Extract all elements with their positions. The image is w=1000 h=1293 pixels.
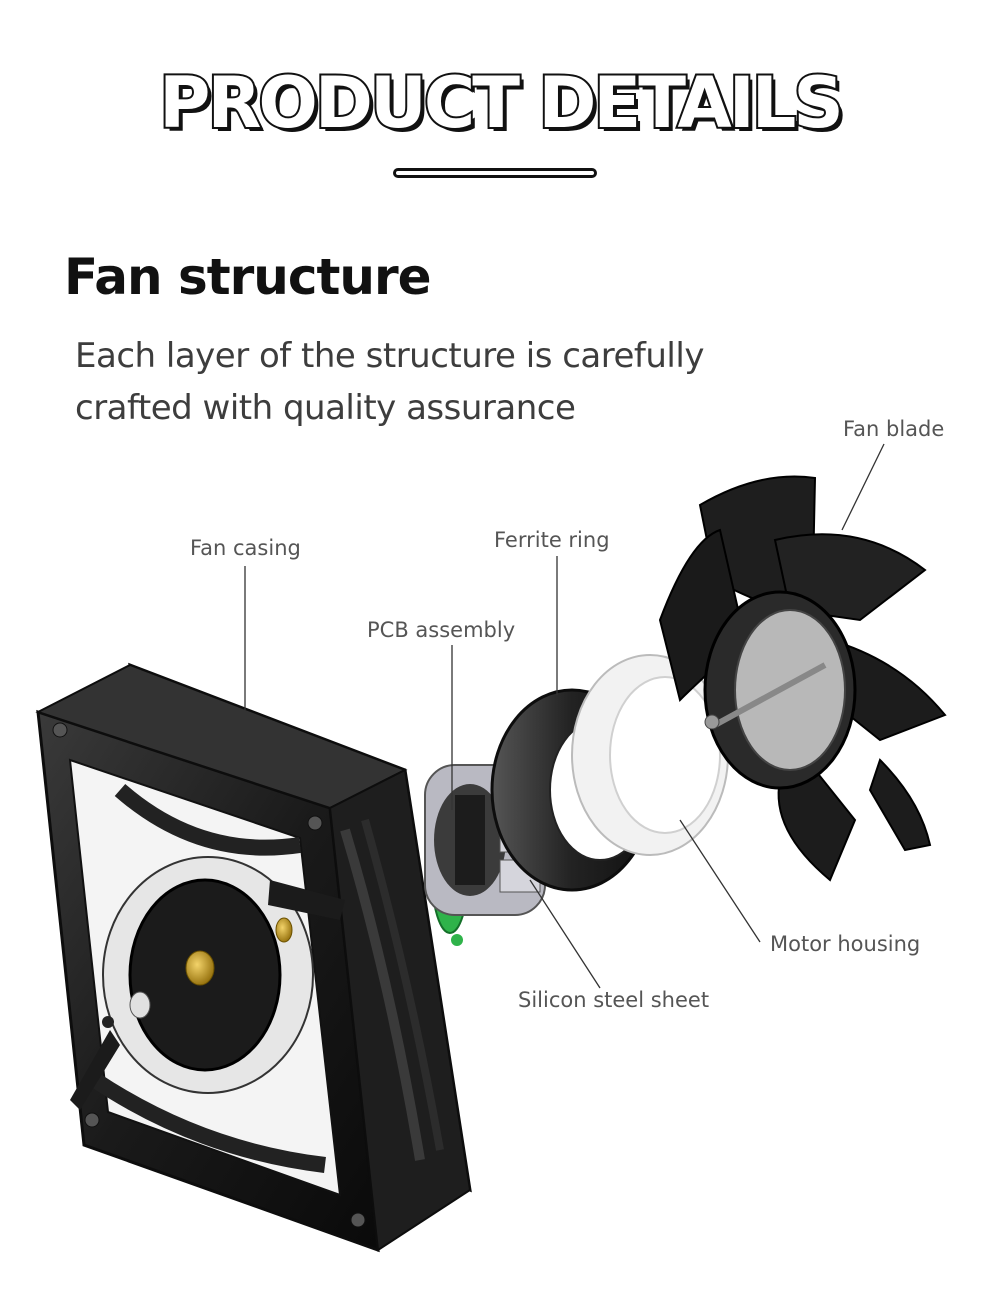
leader-lines [244,443,885,989]
casing-cable-clip [102,991,151,1028]
page-headline: PRODUCT DETAILS [157,60,846,146]
description-line-1: Each layer of the structure is carefully [75,336,704,376]
description-line-2: crafted with quality assurance [75,388,576,428]
callout-motor-housing: Motor housing [770,932,921,956]
motor-housing [571,654,729,856]
fan-casing [35,662,472,1253]
fan-blade [658,475,947,882]
callout-pcb-assembly: PCB assembly [367,618,516,642]
headline-underline [393,168,597,178]
callout-ferrite-ring: Ferrite ring [494,528,610,552]
callout-fan-casing: Fan casing [190,536,301,560]
callout-silicon-steel-sheet: Silicon steel sheet [518,988,710,1012]
section-title: Fan structure [64,248,432,306]
callout-fan-blade: Fan blade [843,417,945,441]
section-description: Each layer of the structure is carefully… [75,330,775,434]
casing-brass-bushing [185,917,293,986]
